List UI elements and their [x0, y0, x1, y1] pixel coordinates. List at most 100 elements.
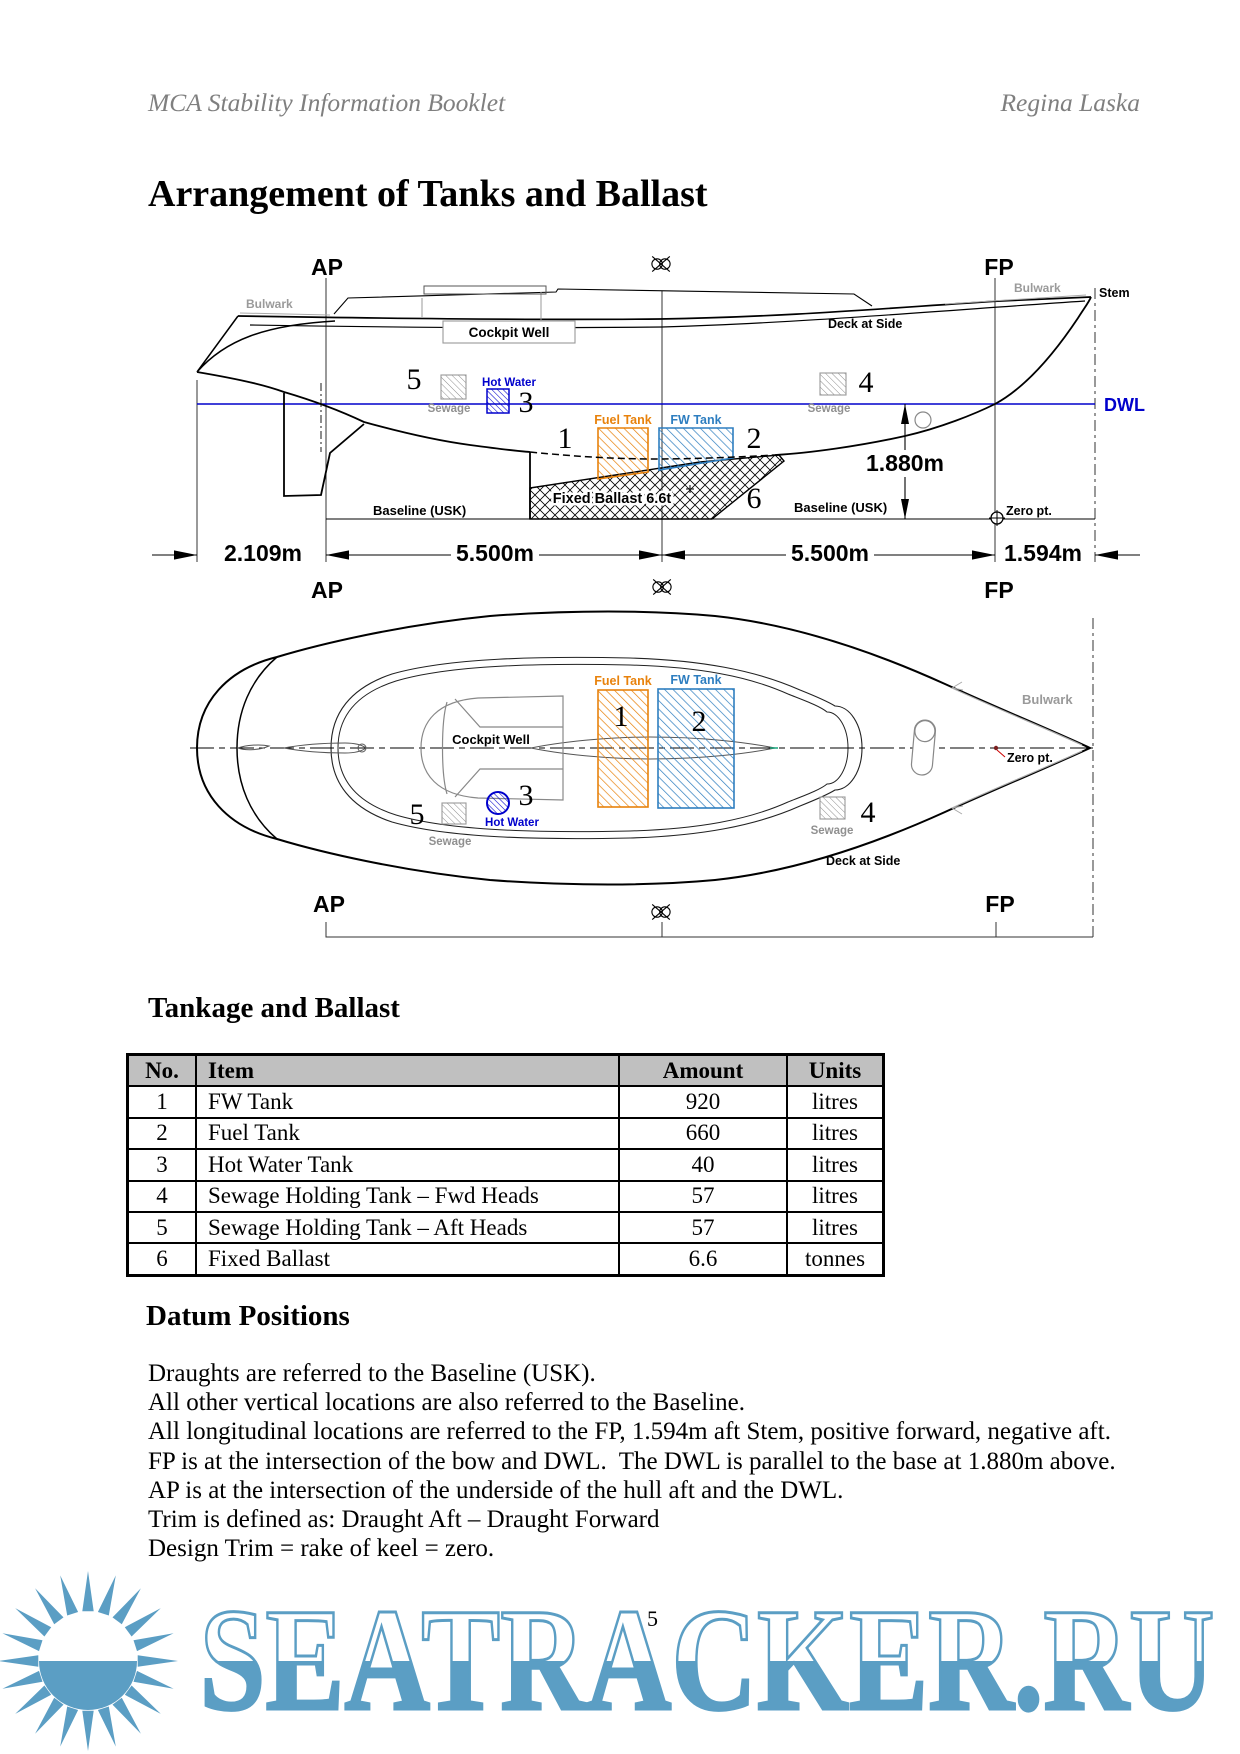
- hull-fitting-circle: [914, 411, 932, 429]
- baseline-label-right: Baseline (USK): [794, 500, 887, 515]
- datum-paragraph: Draughts are referred to the Baseline (U…: [148, 1359, 1116, 1563]
- fp-label-mid: FP: [984, 577, 1013, 603]
- page-number: 5: [647, 1606, 658, 1631]
- watermark: SEATRACKER.RU: [0, 1571, 1216, 1751]
- dim-arrowhead: [662, 550, 685, 560]
- dim-arrowhead: [1095, 550, 1118, 560]
- page-title: Arrangement of Tanks and Ballast: [148, 173, 708, 215]
- cell-units: litres: [786, 1148, 885, 1182]
- bulwark-arrow-bottom: [950, 805, 964, 815]
- bulwark-line-plan-bottom: [951, 750, 1083, 809]
- num-5-plan: 5: [410, 798, 425, 831]
- hot-water-label-profile: Hot Water: [482, 377, 536, 389]
- midship-symbol-plan: [651, 903, 671, 921]
- companionway-hatch: [423, 285, 547, 295]
- cockpit-outline-plan: [420, 695, 564, 801]
- datum-line: Trim is defined as: Draught Aft – Draugh…: [148, 1506, 660, 1534]
- sun-rays: [0, 1571, 178, 1751]
- zero-point-cross: [989, 510, 1005, 526]
- hot-water-box-profile: [486, 388, 510, 414]
- num-4-plan: 4: [861, 796, 876, 829]
- dim-arrowhead: [326, 550, 349, 560]
- num-4-profile: 4: [859, 366, 874, 399]
- dim-mid-fwd-label: 5.500m: [791, 540, 869, 566]
- ap-label-mid: AP: [311, 577, 343, 603]
- sewage-fwd-label-profile: Sewage: [808, 403, 851, 415]
- cockpit-well-label-plan: Cockpit Well: [452, 732, 530, 747]
- sewage-fwd-box-profile: [819, 372, 847, 396]
- fw-tank-label-plan: FW Tank: [670, 673, 721, 687]
- col-header-no: No.: [126, 1053, 197, 1088]
- cell-units: litres: [786, 1116, 885, 1151]
- cell-amount: 660: [618, 1116, 788, 1151]
- cell-units: litres: [786, 1085, 885, 1119]
- coachroof-line: [333, 288, 873, 315]
- zero-pt-label-plan: Zero pt.: [1007, 751, 1053, 765]
- dim-arrowhead: [174, 550, 197, 560]
- cell-amount: 57: [618, 1179, 788, 1213]
- cockpit-channel-bottom: [454, 768, 563, 798]
- hot-water-label-plan: Hot Water: [485, 817, 539, 829]
- fp-label-top: FP: [984, 254, 1013, 280]
- stern-wedge: [196, 315, 336, 373]
- num-3-profile: 3: [519, 386, 534, 419]
- cell-no: 3: [126, 1148, 197, 1182]
- cell-amount: 40: [618, 1148, 788, 1182]
- windlass: [910, 719, 937, 776]
- bulwark-label-plan: Bulwark: [1022, 692, 1073, 707]
- header-right: Regina Laska: [1000, 88, 1140, 117]
- page-header: MCA Stability Information Booklet Regina…: [148, 88, 1140, 117]
- dim-mid-aft-label: 5.500m: [456, 540, 534, 566]
- cockpit-channel-top: [454, 698, 563, 728]
- sewage-aft-box-plan: [441, 802, 467, 825]
- bulwark-label-fwd-profile: Bulwark: [1014, 281, 1061, 295]
- sewage-fwd-label-plan: Sewage: [811, 825, 854, 837]
- profile-view: Cockpit Well Fixed Ballast 6.6t Sewage 5…: [152, 254, 1145, 603]
- fw-tank-label-profile: FW Tank: [670, 413, 721, 427]
- draught-arrowhead-down: [901, 499, 909, 519]
- zero-pt-leader-plan: [996, 749, 1006, 758]
- cockpit-well-box: [442, 320, 576, 344]
- watermark-sun-icon: [0, 1571, 178, 1751]
- cell-no: 4: [126, 1179, 197, 1213]
- num-6-profile: 6: [747, 482, 762, 515]
- cockpit-well-plan: [420, 695, 564, 801]
- dim-arrowhead: [639, 550, 662, 560]
- midship-symbol-mid: [652, 578, 672, 596]
- deck-at-side-label-profile: Deck at Side: [828, 317, 902, 331]
- datum-line: All other vertical locations are also re…: [148, 1389, 745, 1417]
- cell-no: 6: [126, 1242, 197, 1277]
- dim-arrowhead: [972, 550, 995, 560]
- bulwark-line-fwd: [944, 294, 1087, 305]
- tank-arrangement-diagram: Cockpit Well Fixed Ballast 6.6t Sewage 5…: [152, 254, 1145, 938]
- draught-arrowhead-up: [901, 404, 909, 424]
- datum-line: All longitudinal locations are referred …: [148, 1418, 1111, 1446]
- dimension-label-masks: [219, 542, 1088, 563]
- tankage-section-title: Tankage and Ballast: [148, 992, 400, 1024]
- ap-label-plan: AP: [313, 891, 345, 917]
- draught-dimension: 1.880m: [866, 404, 944, 519]
- fuel-tank-plan: [597, 689, 649, 808]
- bracket-line: [325, 922, 1093, 938]
- datum-line: AP is at the intersection of the undersi…: [148, 1476, 844, 1504]
- sewage-aft-label-plan: Sewage: [429, 836, 472, 848]
- cell-item: Sewage Holding Tank – Fwd Heads: [195, 1179, 620, 1213]
- zero-pt-label-profile: Zero pt.: [1006, 504, 1052, 518]
- num-5-profile: 5: [407, 363, 422, 396]
- zero-pt-dot-plan: [993, 745, 999, 751]
- sun-lower-half: [39, 1661, 137, 1710]
- cell-units: litres: [786, 1210, 885, 1245]
- cell-item: Sewage Holding Tank – Aft Heads: [195, 1210, 620, 1245]
- ballast-centroid-mark: [686, 485, 694, 493]
- col-header-item: Item: [195, 1053, 620, 1088]
- cell-amount: 920: [618, 1085, 788, 1119]
- num-2-profile: 2: [747, 422, 762, 455]
- stern-skeg-plan: [236, 744, 271, 751]
- datum-line: Draughts are referred to the Baseline (U…: [148, 1360, 596, 1387]
- windlass-top: [914, 720, 936, 743]
- cell-item: Fuel Tank: [195, 1116, 620, 1151]
